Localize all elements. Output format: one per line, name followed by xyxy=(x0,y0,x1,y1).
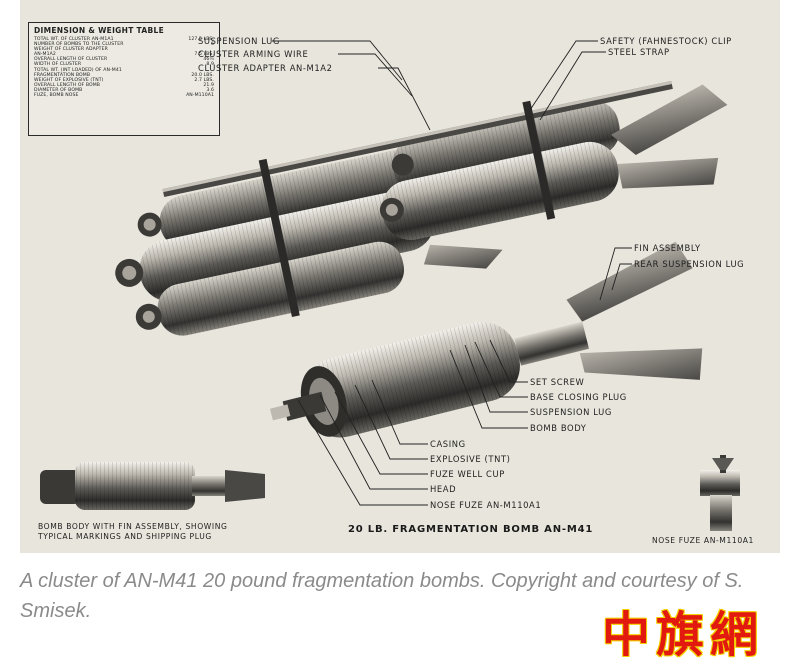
bomb-cluster xyxy=(115,81,728,336)
label-head: HEAD xyxy=(430,484,457,494)
label-set-screw: SET SCREW xyxy=(530,377,585,387)
table-row: TOTAL WT. (INT LOADED) OF AN-M41 xyxy=(34,67,122,73)
label-nose-fuze: NOSE FUZE AN-M110A1 xyxy=(430,500,542,510)
label-fuze-well-cup: FUZE WELL CUP xyxy=(430,469,505,479)
leader-lines xyxy=(272,40,632,506)
label-explosive: EXPLOSIVE (TNT) xyxy=(430,454,511,464)
label-safety-clip: SAFETY (FAHNESTOCK) CLIP xyxy=(600,36,732,46)
image-caption: A cluster of AN-M41 20 pound fragmentati… xyxy=(20,570,744,622)
label-casing: CASING xyxy=(430,439,466,449)
caption-bomb-body-1: BOMB BODY WITH FIN ASSEMBLY, SHOWING xyxy=(38,522,228,531)
bomb-illustration xyxy=(40,40,740,531)
label-cluster-adapter: CLUSTER ADAPTER AN-M1A2 xyxy=(198,63,333,73)
label-steel-strap: STEEL STRAP xyxy=(608,47,670,57)
caption-bomb-body-2: TYPICAL MARKINGS AND SHIPPING PLUG xyxy=(38,532,212,541)
label-rear-suspension-lug: REAR SUSPENSION LUG xyxy=(634,259,745,269)
nose-fuze-illustration xyxy=(700,455,740,531)
label-suspension-lug-2: SUSPENSION LUG xyxy=(530,407,612,417)
caption-nose-fuze: NOSE FUZE AN-M110A1 xyxy=(652,536,754,545)
label-suspension-lug: SUSPENSION LUG xyxy=(198,36,280,46)
diagram-figure: DIMENSION & WEIGHT TABLE TOTAL WT. OF CL… xyxy=(20,0,780,553)
label-cluster-arming-wire: CLUSTER ARMING WIRE xyxy=(198,49,309,59)
single-bomb-cutaway xyxy=(270,241,703,438)
table-title: DIMENSION & WEIGHT TABLE xyxy=(34,26,164,35)
dimension-weight-table: DIMENSION & WEIGHT TABLE TOTAL WT. OF CL… xyxy=(28,22,220,136)
label-base-closing-plug: BASE CLOSING PLUG xyxy=(530,392,627,402)
diagram-title: 20 LB. FRAGMENTATION BOMB AN-M41 xyxy=(348,524,594,535)
label-bomb-body: BOMB BODY xyxy=(530,423,587,433)
table-row: WEIGHT OF CLUSTER ADAPTER xyxy=(34,47,108,53)
label-fin-assembly: FIN ASSEMBLY xyxy=(634,243,701,253)
watermark-logo: 中旗網 xyxy=(602,607,765,663)
table-row: WEIGHT OF EXPLOSIVE (TNT)2.7 LBS. xyxy=(34,77,214,83)
bomb-body-small xyxy=(40,462,265,510)
